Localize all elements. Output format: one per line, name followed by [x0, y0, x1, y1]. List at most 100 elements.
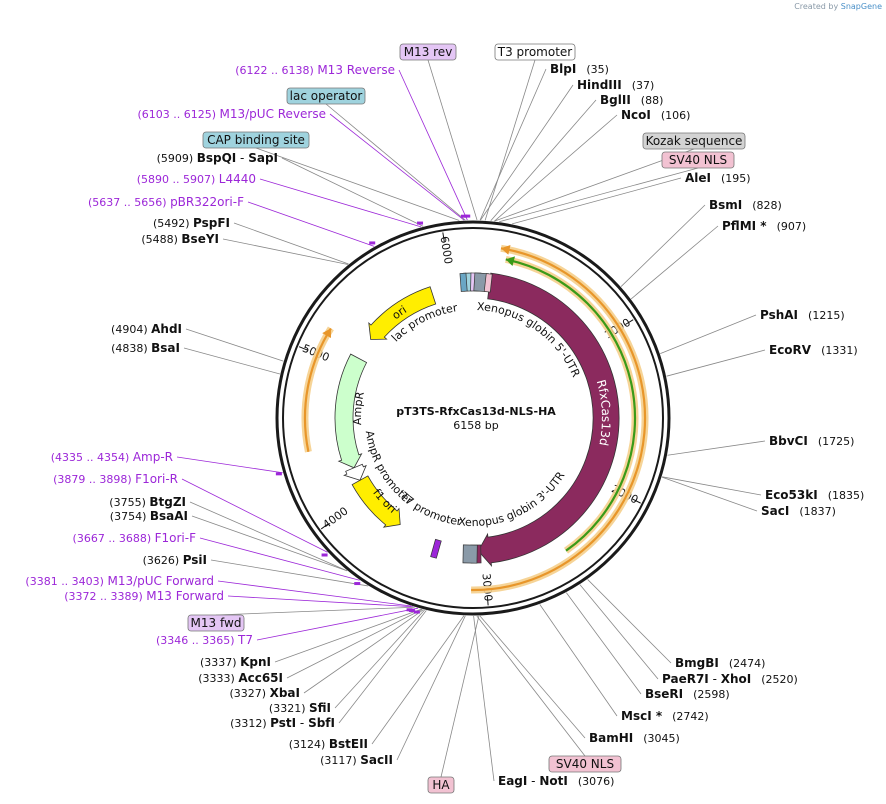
leader-box-sv40_nls_top — [499, 167, 699, 223]
leader-primer-0 — [398, 69, 468, 221]
leader-left-site-6 — [191, 515, 348, 572]
site-position: (4904) — [111, 323, 151, 336]
leader-site-17 — [473, 615, 495, 782]
site-name: PflMI * — [722, 219, 767, 233]
site-name: BsaI — [151, 341, 180, 355]
site-position: (1725) — [818, 435, 855, 448]
primer-label-4: (4335 .. 4354) Amp-R — [51, 450, 173, 464]
site-name-2: SbfI — [308, 716, 335, 730]
site-left-1: (5492) PspFI — [153, 216, 230, 230]
site-right-2: BglII(88) — [600, 93, 663, 107]
site-name-2: SapI — [248, 151, 278, 165]
site-right-12: BmgBI (2474) — [675, 656, 765, 670]
site-name: BseYI — [181, 232, 219, 246]
site-name: BseRI — [645, 687, 683, 701]
rfxcas13d-label: RfxCas13d — [594, 378, 613, 447]
inner-backbone-circle — [282, 227, 664, 609]
box-sv40_nls_bottom — [548, 755, 622, 773]
site-name: AleI — [685, 171, 711, 185]
site-position: (1331) — [821, 344, 858, 357]
primer-mark-3 — [369, 241, 376, 245]
leader-left-site-1 — [233, 222, 349, 265]
box-lac_operator — [286, 87, 366, 105]
site-left-2: (5488) BseYI — [141, 232, 219, 246]
ampr-arrow — [334, 353, 368, 469]
site-position: (3337) — [200, 656, 240, 669]
orf-orange-left-head — [322, 328, 331, 338]
leader-site-10 — [661, 476, 762, 496]
primer-mark-6 — [354, 582, 361, 586]
primer-name: M13/pUC Reverse — [220, 107, 327, 121]
box-m13_rev — [399, 43, 457, 61]
tick-mark-3000 — [486, 596, 489, 606]
leader-site-3 — [494, 114, 618, 222]
site-position: (2474) — [729, 657, 766, 670]
site-right-6: PflMI *(907) — [722, 219, 806, 233]
tick-label-4000: 4000 — [320, 504, 350, 531]
leader-box-lac_operator — [325, 103, 466, 221]
orf-green-right — [505, 258, 637, 552]
orf-orange-right — [471, 247, 647, 592]
leader-left-site-11 — [334, 609, 425, 709]
site-name: BmgBI — [675, 656, 719, 670]
ampr-label: AmpR — [351, 390, 367, 425]
site-right-4: AleI (195) — [685, 171, 751, 185]
box-label-sv40_nls_bottom: SV40 NLS — [556, 757, 614, 771]
sv40-nls-top-mark — [483, 273, 493, 293]
leader-primer-1 — [329, 113, 465, 221]
site-position: (3754) — [110, 510, 150, 523]
site-left-4: (4838) BsaI — [111, 341, 180, 355]
site-right-10: Eco53kI(1835) — [765, 488, 864, 502]
site-name: SfiI — [309, 701, 331, 715]
site-name: BlpI — [550, 62, 576, 76]
leader-site-4 — [512, 177, 682, 225]
leader-primer-5 — [181, 478, 328, 553]
primer-mark-0 — [464, 214, 471, 218]
site-position: (37) — [632, 79, 655, 92]
site-name: XbaI — [270, 686, 300, 700]
leader-primer-7 — [217, 580, 411, 607]
leader-primer-6 — [199, 537, 360, 581]
leader-box-ha — [440, 615, 480, 778]
site-name: BglII — [600, 93, 631, 107]
box-label-m13_fwd: M13 fwd — [191, 616, 242, 630]
t7-promoter-mark — [430, 538, 442, 559]
site-right-17: EagI - NotI(3076) — [498, 774, 614, 788]
primer-label-9: (3346 .. 3365) T7 — [156, 633, 253, 647]
tick-mark-2000 — [632, 498, 641, 504]
site-position: (1837) — [799, 505, 836, 518]
leader-site-16 — [479, 615, 586, 739]
site-name: PspFI — [193, 216, 230, 230]
site-position: (195) — [721, 172, 751, 185]
leader-left-site-3 — [185, 328, 284, 362]
site-position: (1835) — [828, 489, 865, 502]
primer-mark-1 — [460, 214, 467, 218]
leader-site-2 — [490, 99, 597, 222]
site-position: (3045) — [643, 732, 680, 745]
leader-left-site-9 — [286, 609, 423, 679]
site-name: BtgZI — [149, 495, 186, 509]
site-name: KpnI — [240, 655, 271, 669]
site-name: BspQI — [197, 151, 237, 165]
site-left-10: (3327) XbaI — [230, 686, 300, 700]
site-position: (2598) — [693, 688, 730, 701]
leader-left-site-7 — [210, 559, 369, 587]
site-name: SacI — [761, 504, 789, 518]
site-name: PshAI — [760, 308, 798, 322]
leader-site-1 — [480, 84, 574, 221]
site-position: (3312) — [230, 717, 270, 730]
site-position: (828) — [752, 199, 782, 212]
site-name: Acc65I — [238, 671, 283, 685]
leader-box-m13_fwd — [215, 606, 415, 616]
primer-name: F1ori-R — [135, 472, 178, 486]
site-left-6: (3754) BsaAI — [110, 509, 188, 523]
site-left-12: (3312) PstI - SbfI — [230, 716, 335, 730]
leader-site-5 — [620, 204, 706, 287]
ori-arrow — [368, 286, 437, 340]
site-left-0: (5909) BspQI - SapI — [157, 151, 278, 165]
site-right-11: SacI (1837) — [761, 504, 836, 518]
leader-left-site-0 — [281, 157, 424, 227]
leader-left-site-12 — [338, 610, 427, 724]
outer-backbone-circle — [275, 220, 671, 616]
box-label-m13_rev: M13 rev — [404, 45, 453, 59]
